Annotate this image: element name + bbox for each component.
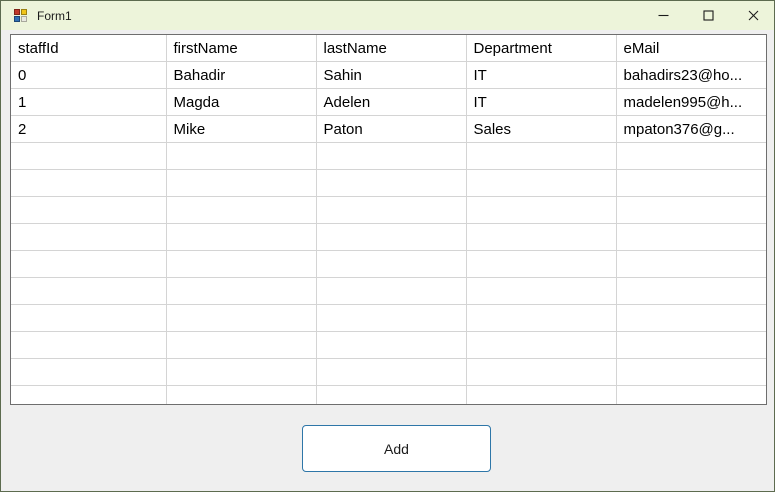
table-cell-empty[interactable] [616, 250, 766, 278]
column-header-email[interactable]: eMail [616, 35, 766, 62]
title-bar[interactable]: Form1 [1, 1, 774, 30]
table-cell-empty[interactable] [11, 277, 167, 305]
table-cell-empty[interactable] [316, 277, 467, 305]
table-cell-empty[interactable] [11, 223, 167, 251]
table-cell-empty[interactable] [11, 169, 167, 197]
data-grid-header: staffId firstName lastName Department eM… [11, 35, 766, 62]
table-row-empty[interactable] [11, 358, 766, 386]
table-cell-empty[interactable] [616, 304, 766, 332]
table-cell-empty[interactable] [616, 223, 766, 251]
table-cell-empty[interactable] [166, 250, 317, 278]
column-header-staffid[interactable]: staffId [11, 35, 167, 62]
table-cell[interactable]: Bahadir [166, 61, 317, 89]
table-cell-empty[interactable] [11, 358, 167, 386]
table-row-empty[interactable] [11, 277, 766, 305]
table-cell[interactable]: 1 [11, 88, 167, 116]
table-cell-empty[interactable] [11, 142, 167, 170]
table-cell[interactable]: 2 [11, 115, 167, 143]
table-cell-empty[interactable] [466, 277, 617, 305]
table-cell-empty[interactable] [466, 196, 617, 224]
table-row-empty[interactable] [11, 223, 766, 251]
table-cell[interactable]: Paton [316, 115, 467, 143]
table-cell[interactable]: Magda [166, 88, 317, 116]
table-cell-empty[interactable] [616, 277, 766, 305]
form-designer-icon [14, 8, 28, 23]
table-row-empty[interactable] [11, 304, 766, 332]
table-cell[interactable]: IT [466, 61, 617, 89]
table-cell-empty[interactable] [166, 277, 317, 305]
table-cell[interactable]: madelen995@h... [616, 88, 766, 116]
table-cell-empty[interactable] [316, 358, 467, 386]
window-title: Form1 [37, 8, 72, 23]
table-cell-empty[interactable] [316, 385, 467, 404]
table-cell-empty[interactable] [466, 169, 617, 197]
column-header-lastname[interactable]: lastName [316, 35, 467, 62]
column-header-department[interactable]: Department [466, 35, 617, 62]
table-cell[interactable]: mpaton376@g... [616, 115, 766, 143]
table-cell[interactable]: IT [466, 88, 617, 116]
add-button[interactable]: Add [302, 425, 491, 472]
table-cell[interactable]: Sales [466, 115, 617, 143]
table-cell-empty[interactable] [11, 385, 167, 404]
table-cell[interactable]: bahadirs23@ho... [616, 61, 766, 89]
table-cell[interactable]: 0 [11, 61, 167, 89]
table-cell-empty[interactable] [616, 196, 766, 224]
table-cell-empty[interactable] [616, 169, 766, 197]
table-cell-empty[interactable] [316, 250, 467, 278]
table-row-empty[interactable] [11, 250, 766, 278]
table-cell-empty[interactable] [166, 223, 317, 251]
table-row-empty[interactable] [11, 142, 766, 170]
table-cell-empty[interactable] [466, 142, 617, 170]
table-cell-empty[interactable] [616, 331, 766, 359]
maximize-icon[interactable] [686, 1, 731, 30]
table-cell-empty[interactable] [166, 142, 317, 170]
table-row-empty[interactable] [11, 196, 766, 224]
table-cell-empty[interactable] [466, 385, 617, 404]
table-cell-empty[interactable] [11, 331, 167, 359]
table-cell-empty[interactable] [316, 223, 467, 251]
table-cell-empty[interactable] [616, 142, 766, 170]
table-cell-empty[interactable] [616, 358, 766, 386]
table-cell-empty[interactable] [466, 358, 617, 386]
table-row-empty[interactable] [11, 385, 766, 404]
title-bar-left: Form1 [1, 8, 641, 23]
staff-data-grid[interactable]: staffId firstName lastName Department eM… [10, 34, 767, 405]
table-cell-empty[interactable] [616, 385, 766, 404]
table-cell-empty[interactable] [466, 331, 617, 359]
table-cell-empty[interactable] [166, 169, 317, 197]
table-cell-empty[interactable] [166, 304, 317, 332]
close-icon[interactable] [731, 1, 774, 30]
minimize-icon[interactable] [641, 1, 686, 30]
table-cell-empty[interactable] [316, 304, 467, 332]
table-cell-empty[interactable] [11, 196, 167, 224]
table-cell-empty[interactable] [11, 304, 167, 332]
table-row-empty[interactable] [11, 331, 766, 359]
table-cell-empty[interactable] [11, 250, 167, 278]
window-controls [641, 1, 774, 30]
table-cell-empty[interactable] [316, 169, 467, 197]
table-cell-empty[interactable] [316, 196, 467, 224]
table-cell-empty[interactable] [166, 358, 317, 386]
table-cell-empty[interactable] [466, 250, 617, 278]
table-cell[interactable]: Mike [166, 115, 317, 143]
table-cell-empty[interactable] [316, 331, 467, 359]
column-header-firstname[interactable]: firstName [166, 35, 317, 62]
table-cell-empty[interactable] [166, 196, 317, 224]
table-cell-empty[interactable] [166, 331, 317, 359]
table-cell[interactable]: Adelen [316, 88, 467, 116]
data-grid-table: staffId firstName lastName Department eM… [11, 35, 766, 404]
table-cell-empty[interactable] [466, 223, 617, 251]
header-row: staffId firstName lastName Department eM… [11, 35, 766, 62]
table-cell-empty[interactable] [316, 142, 467, 170]
table-cell-empty[interactable] [466, 304, 617, 332]
table-cell[interactable]: Sahin [316, 61, 467, 89]
table-row-empty[interactable] [11, 169, 766, 197]
table-cell-empty[interactable] [166, 385, 317, 404]
